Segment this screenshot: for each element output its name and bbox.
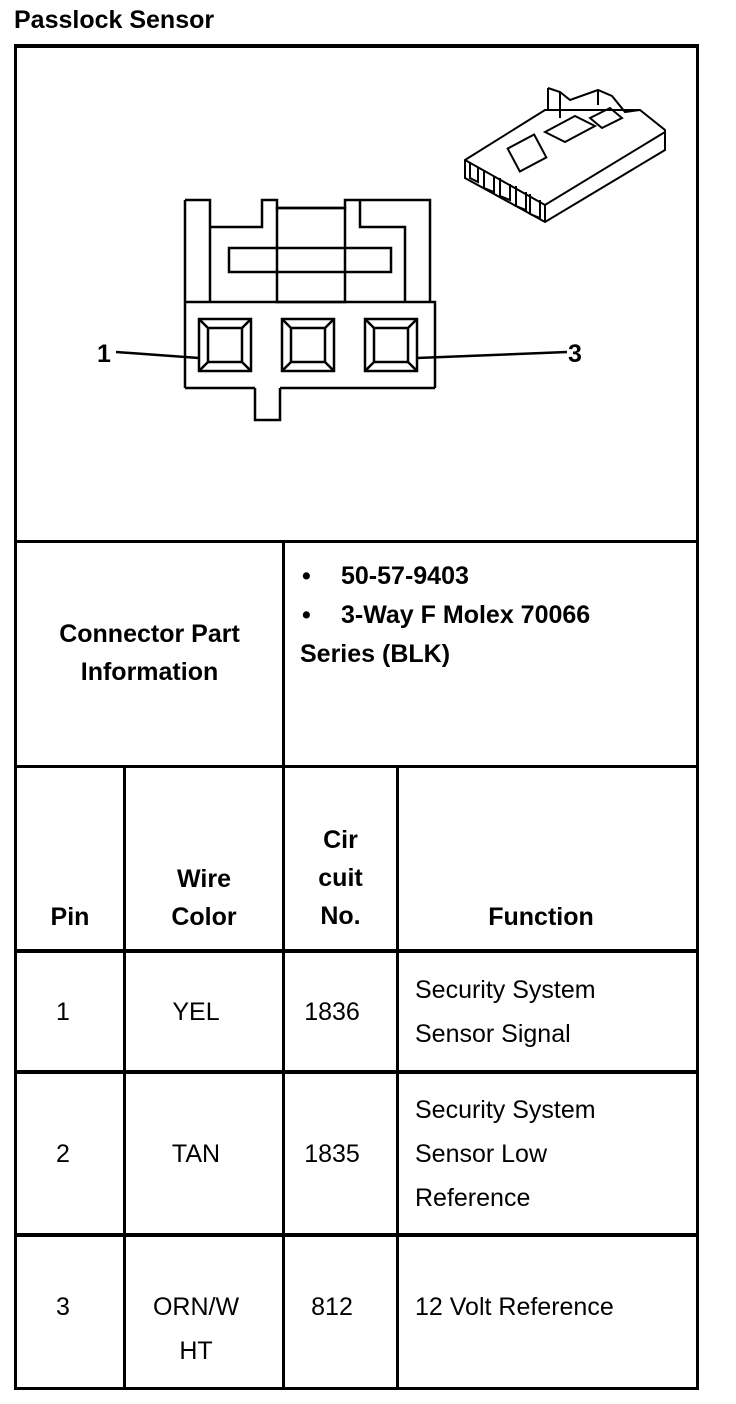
header-circuit-line3: No. — [320, 902, 361, 930]
header-wire-color-line2: Color — [171, 903, 237, 931]
row-1-pin: 1 — [56, 998, 70, 1026]
divider-diagram — [14, 540, 699, 543]
header-circuit-line1: Cir — [323, 826, 358, 854]
row-2-pin: 2 — [56, 1140, 70, 1168]
row-3-pin: 3 — [56, 1293, 70, 1321]
row-3-wire-color: ORN/W HT — [126, 1285, 266, 1373]
connector-description-line2: Series (BLK) — [300, 640, 451, 668]
header-function: Function — [488, 903, 594, 931]
row-3-wire-color-line2: HT — [179, 1337, 213, 1365]
row-2-circuit: 1835 — [304, 1140, 360, 1168]
row-2-function-line2: Sensor Low — [415, 1140, 548, 1168]
connector-info-label: Connector Part Information — [17, 615, 282, 691]
divider-connector — [14, 765, 699, 768]
row-1-function: Security System Sensor Signal — [415, 968, 596, 1056]
row-3-function: 12 Volt Reference — [415, 1293, 614, 1321]
header-wire-color-line1: Wire — [177, 865, 231, 893]
connector-info-label-line2: Information — [80, 658, 219, 686]
col-divider-pin — [123, 765, 126, 1390]
row-1-function-line2: Sensor Signal — [415, 1020, 571, 1048]
row-2-function-line1: Security System — [415, 1096, 596, 1124]
frame-right-border — [696, 44, 699, 1390]
pin-1-leader — [115, 350, 200, 360]
pin-3-label: 3 — [568, 340, 582, 368]
row-1-wire-color: YEL — [172, 998, 220, 1026]
page-title: Passlock Sensor — [14, 6, 215, 34]
header-circuit-line2: cuit — [318, 864, 363, 892]
header-wire-color: Wire Color — [126, 860, 282, 936]
pin-1-label: 1 — [97, 340, 111, 368]
header-circuit-no: Cir cuit No. — [285, 821, 396, 935]
row-3-wire-color-line1: ORN/W — [152, 1293, 240, 1321]
divider-header — [14, 949, 699, 953]
row-1-function-line1: Security System — [415, 976, 596, 1004]
col-divider-circuit — [396, 765, 399, 1390]
header-pin: Pin — [50, 903, 90, 931]
bullet-1: • — [302, 562, 311, 590]
divider-row-1 — [14, 1070, 699, 1074]
divider-row-2 — [14, 1233, 699, 1237]
row-1-circuit: 1836 — [304, 998, 360, 1026]
pin-3-leader — [416, 350, 568, 360]
connector-iso-view — [464, 87, 666, 224]
frame-bottom-border — [14, 1387, 699, 1390]
frame-left-border — [14, 44, 17, 1390]
row-2-function: Security System Sensor Low Reference — [415, 1088, 596, 1220]
row-2-wire-color: TAN — [171, 1140, 221, 1168]
connector-face-view — [115, 198, 568, 422]
row-2-function-line3: Reference — [415, 1184, 531, 1212]
frame-top-border — [14, 44, 699, 48]
part-number: 50-57-9403 — [341, 562, 469, 590]
connector-description-line1: 3-Way F Molex 70066 — [341, 601, 591, 629]
col-divider-connector — [282, 540, 285, 1390]
row-3-circuit: 812 — [311, 1293, 353, 1321]
bullet-2: • — [302, 601, 311, 629]
connector-info-label-line1: Connector Part — [59, 620, 240, 648]
